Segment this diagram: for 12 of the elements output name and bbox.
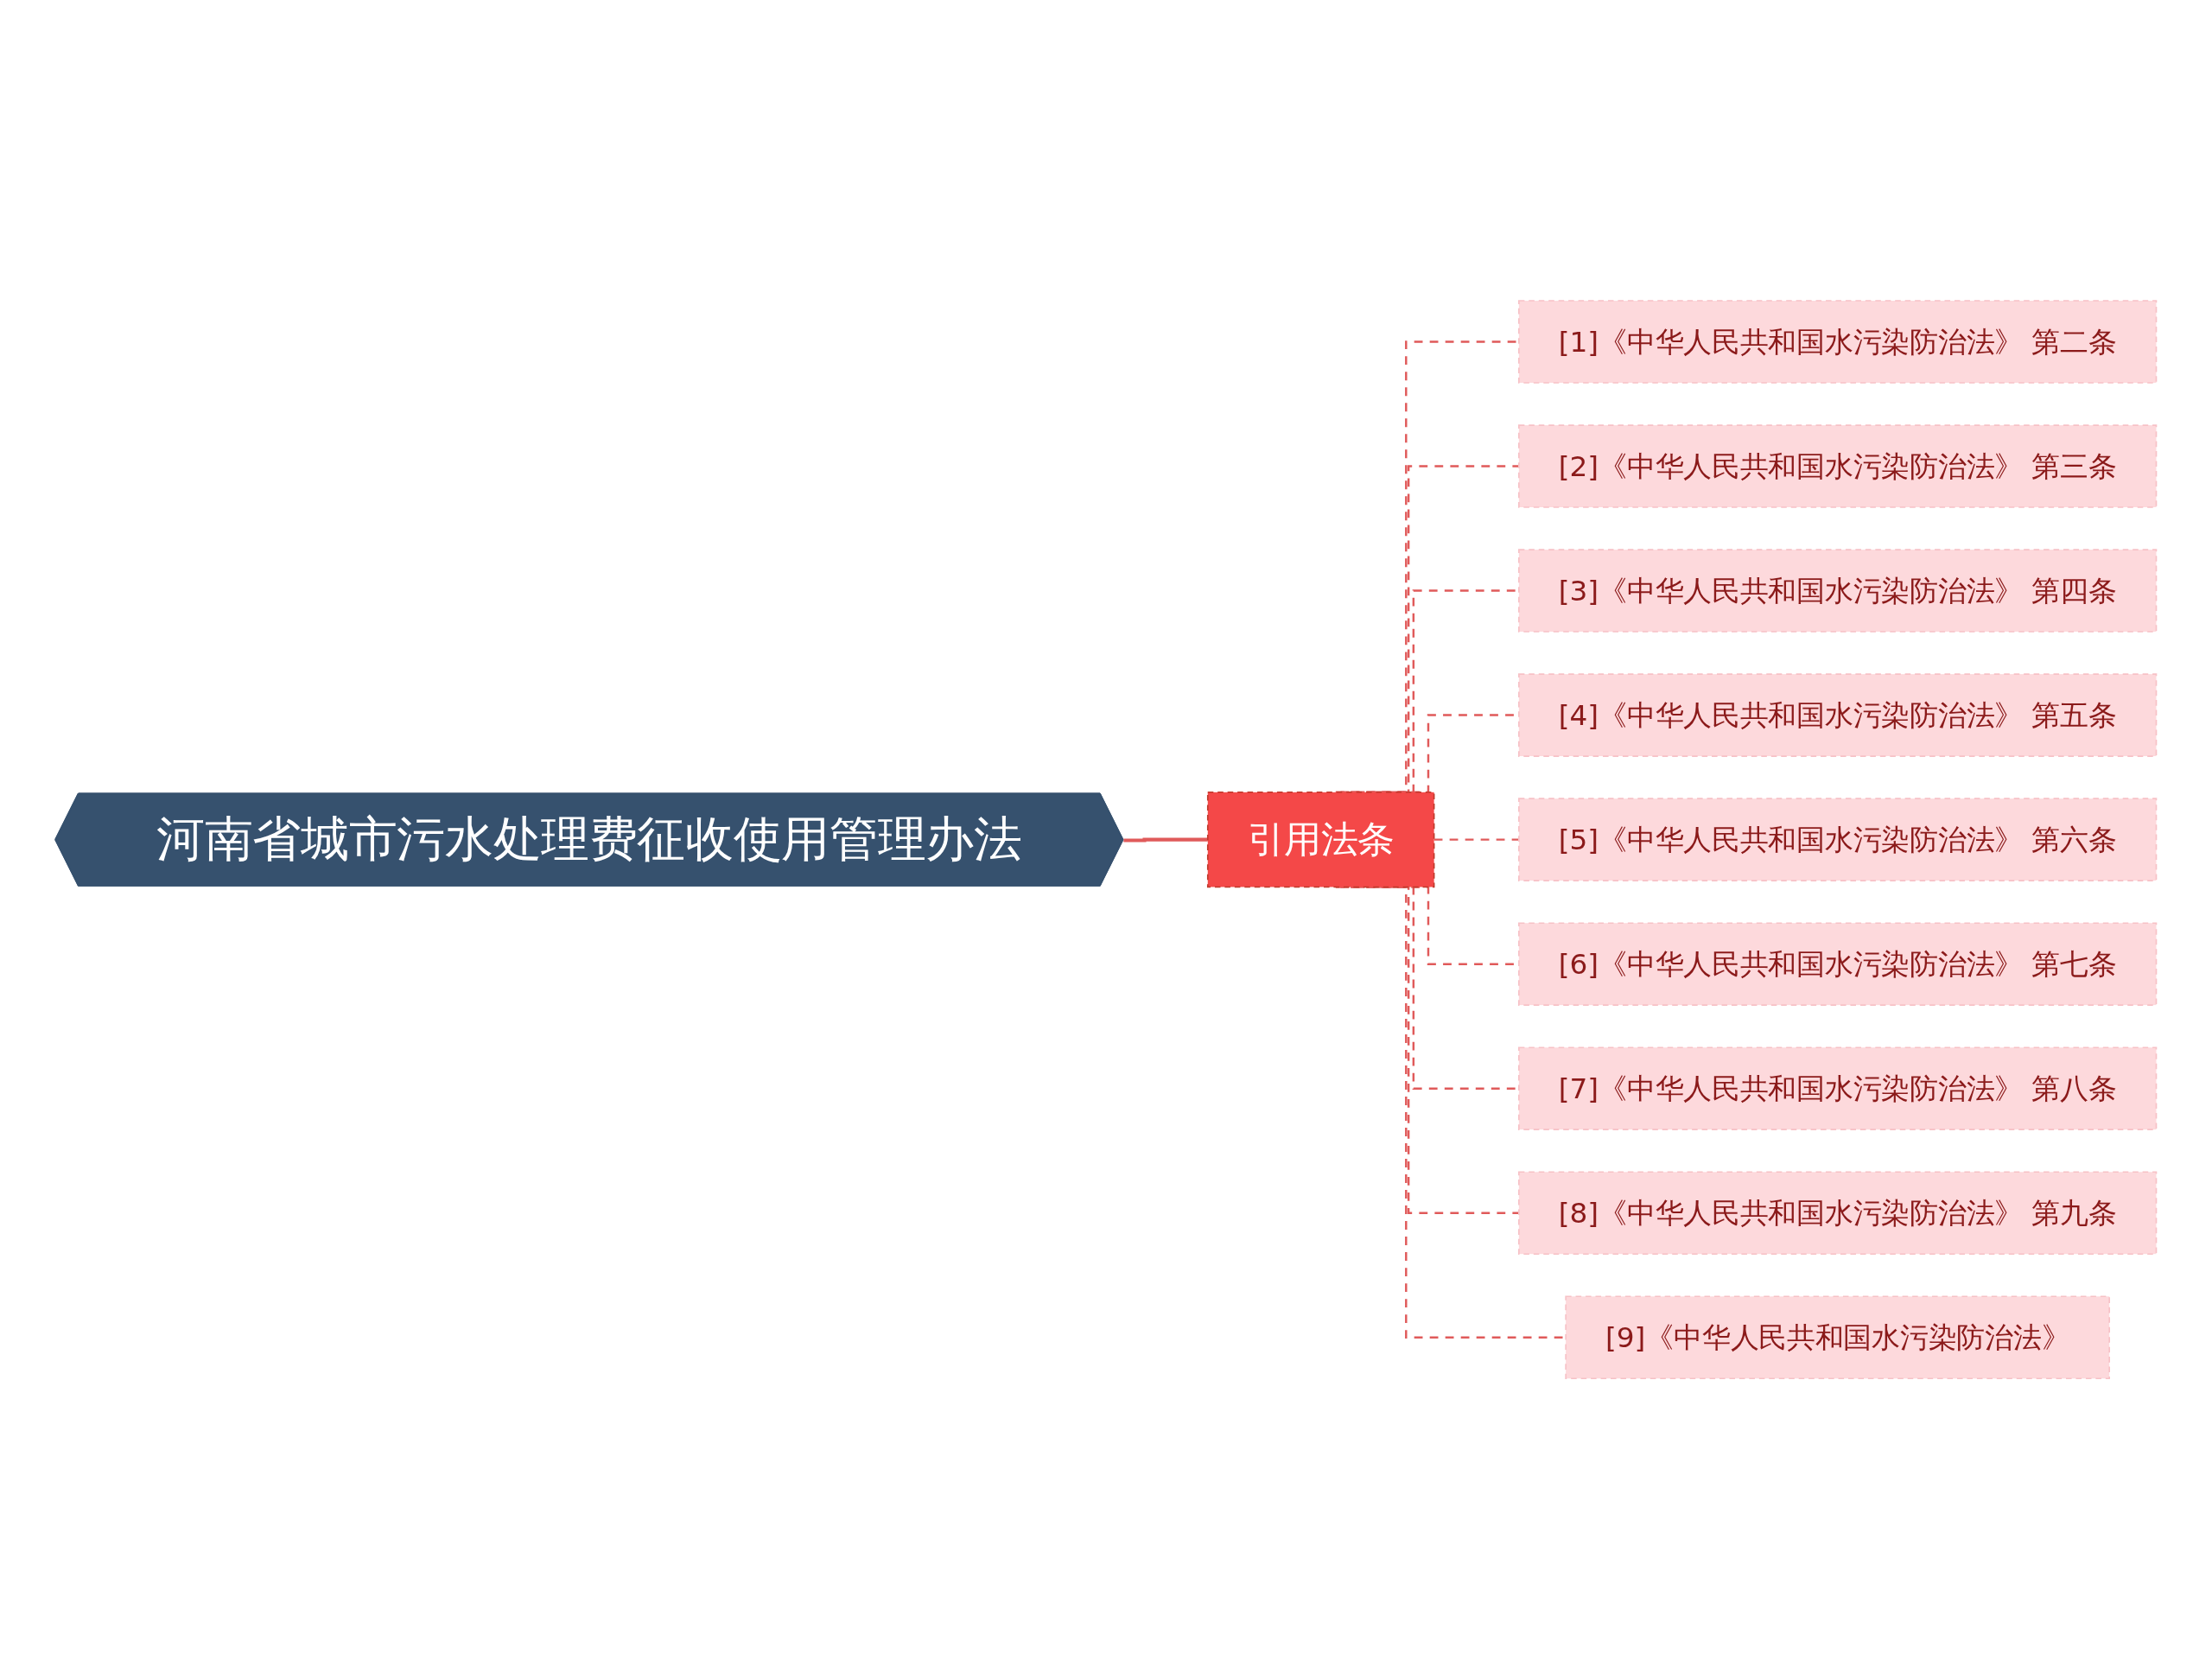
node-box: [3]《中华人民共和国水污染防治法》 第四条: [1518, 549, 2158, 633]
connector: [1123, 837, 1208, 843]
connector: [1433, 838, 1520, 841]
node-box: 引用法条: [1207, 791, 1435, 888]
node-box: [1]《中华人民共和国水污染防治法》 第二条: [1518, 300, 2158, 384]
node-box: [4]《中华人民共和国水污染防治法》 第五条: [1518, 673, 2158, 757]
node-box: [8]《中华人民共和国水污染防治法》 第九条: [1518, 1171, 2158, 1255]
node-box: [5]《中华人民共和国水污染防治法》 第六条: [1518, 798, 2158, 881]
node-box: [7]《中华人民共和国水污染防治法》 第八条: [1518, 1046, 2158, 1130]
node-box: [6]《中华人民共和国水污染防治法》 第七条: [1518, 922, 2158, 1006]
node-box: [2]《中华人民共和国水污染防治法》 第三条: [1518, 424, 2158, 508]
node-box: [9]《中华人民共和国水污染防治法》: [1565, 1295, 2111, 1379]
